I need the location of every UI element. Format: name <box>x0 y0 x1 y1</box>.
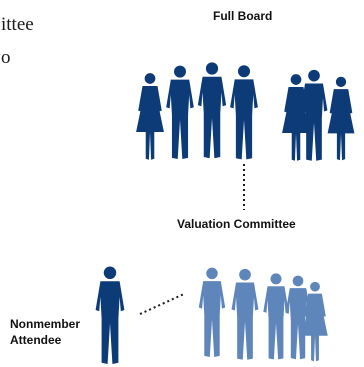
nonmember-label-line-1: Nonmember <box>10 317 81 331</box>
nonmember-label-line-2: Attendee <box>10 333 62 347</box>
full-board-group-icon <box>136 62 355 161</box>
clipped-paragraph-line-2: o <box>1 47 11 68</box>
nonmember-attendee-icon <box>95 266 125 364</box>
valuation-committee-label: Valuation Committee <box>177 217 296 231</box>
valuation-committee-group-icon <box>198 267 328 362</box>
nonmember-attendee-label: Nonmember Attendee <box>10 316 80 348</box>
full-board-label: Full Board <box>213 9 273 23</box>
nonmember-connector <box>139 293 185 315</box>
clipped-paragraph-line-1: ittee <box>1 14 34 35</box>
